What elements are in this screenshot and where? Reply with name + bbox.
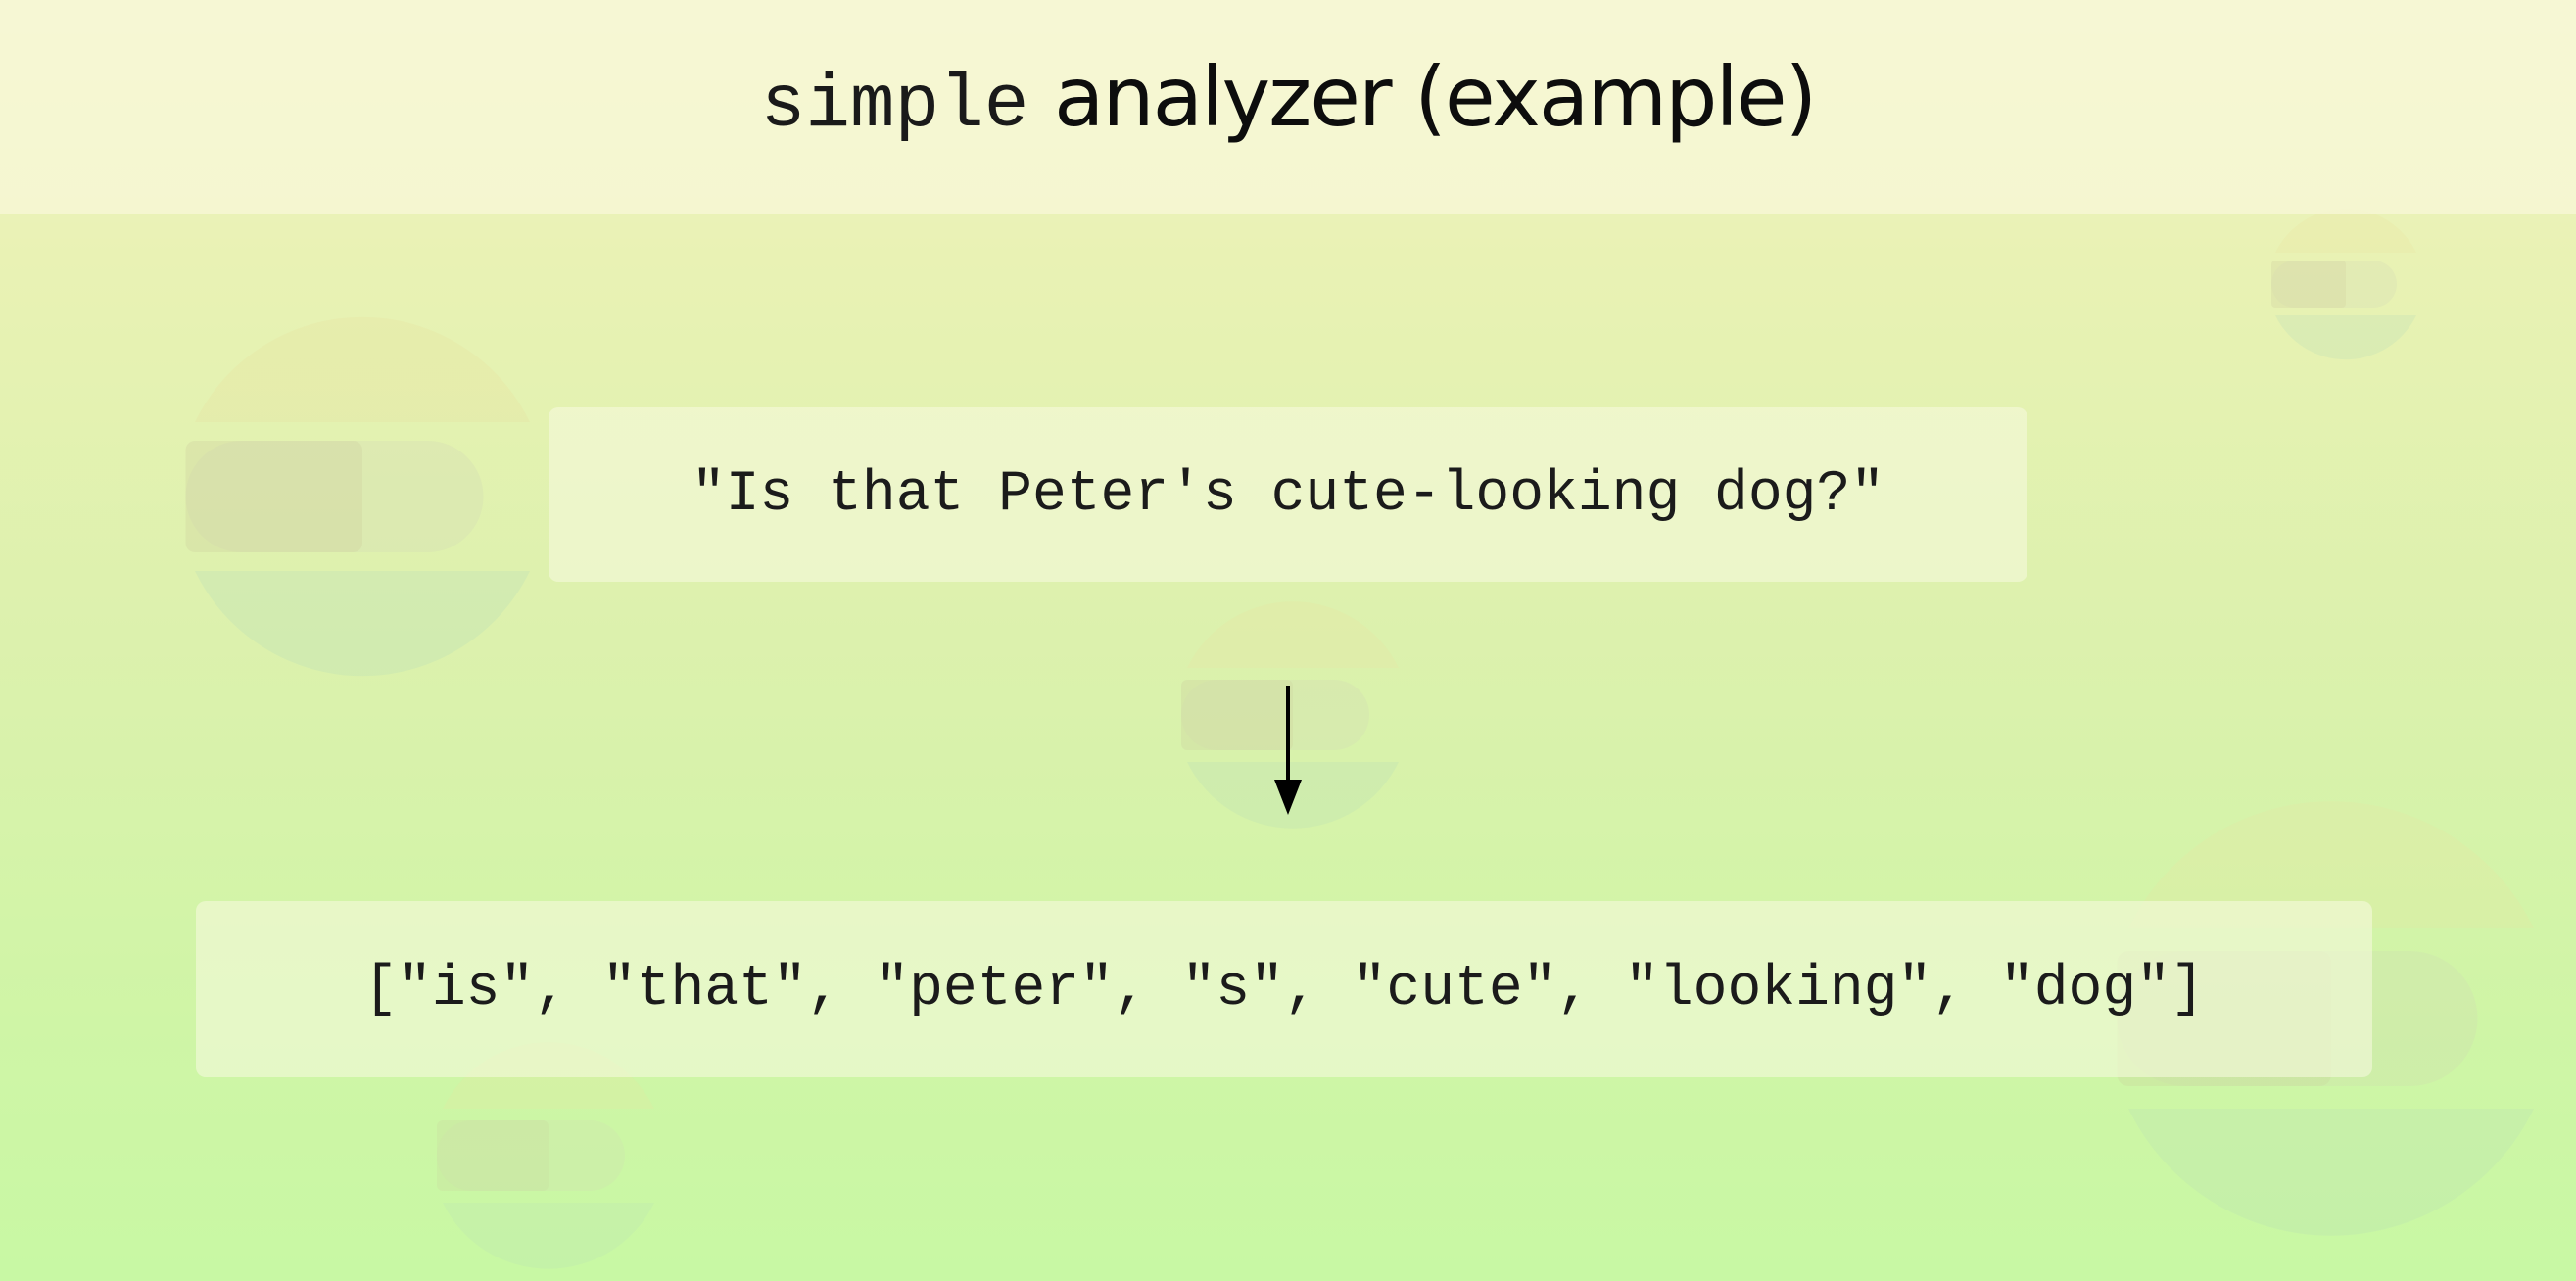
- output-tokens: ["is", "that", "peter", "s", "cute", "lo…: [363, 957, 2205, 1021]
- title-code: simple: [760, 64, 1029, 148]
- title-band: [0, 0, 2576, 214]
- arrow-down-icon: [1274, 686, 1302, 815]
- title-text: analyzer (example): [1053, 49, 1817, 145]
- elastic-logo-icon: [185, 316, 530, 677]
- slide-title: simple analyzer (example): [0, 41, 2576, 160]
- input-text: "Is that Peter's cute-looking dog?": [691, 462, 1885, 527]
- output-tokens-box: ["is", "that", "peter", "s", "cute", "lo…: [196, 901, 2372, 1077]
- elastic-logo-icon: [2271, 208, 2416, 360]
- input-text-box: "Is that Peter's cute-looking dog?": [549, 407, 2027, 582]
